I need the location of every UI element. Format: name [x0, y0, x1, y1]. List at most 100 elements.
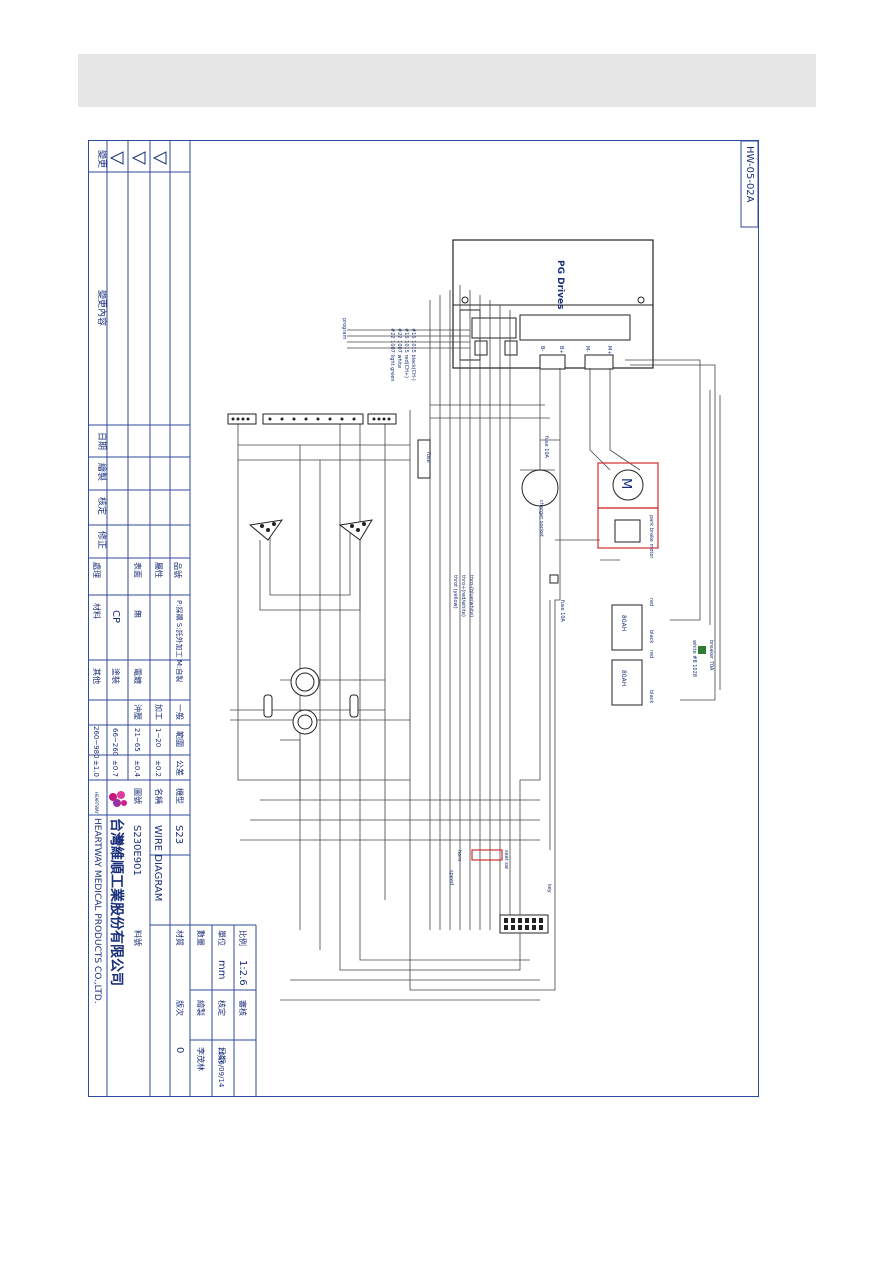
motor-icon — [612, 469, 644, 501]
controller — [452, 239, 654, 370]
rev-checked-header: 核定 — [96, 497, 108, 515]
wires — [230, 285, 721, 1001]
spec-process-value: 無 — [133, 610, 143, 618]
m-minus-label: M- — [584, 346, 590, 352]
spec-surface: 表面 — [133, 562, 143, 578]
spec-material: 材料 — [92, 603, 102, 619]
model-label: 機型 — [175, 788, 185, 804]
company-name-en: HEARTWAY MEDICAL PRODUCTS CO.,LTD. — [92, 818, 102, 1004]
unit-value: mm — [216, 960, 227, 979]
spec-process: 處理 — [92, 562, 102, 578]
park-brake-label: park brake motor — [648, 515, 654, 559]
fuse-10a-2-label: fuse 10A — [559, 600, 565, 623]
charger-socket — [521, 469, 559, 507]
fuse-label: fuse — [425, 452, 431, 463]
tol-value-2: ±0.4 — [133, 760, 141, 778]
checked-label: 核定 — [217, 1000, 227, 1016]
throttle-wire-3: throt (yellow) — [452, 575, 458, 609]
model-value: S23 — [173, 825, 184, 844]
material-label: 材質 — [175, 930, 185, 946]
tol-range-4: 260~980 — [92, 726, 100, 759]
battery-1-red: red — [648, 598, 654, 606]
drawing-no-value: S230E901 — [131, 825, 142, 876]
spec-class-c: 沖壓 — [133, 704, 143, 720]
rev-date-header: 日期 — [96, 432, 107, 450]
spec-class-b: 加工 — [154, 704, 164, 720]
main-harness-connector — [499, 914, 549, 934]
seat-switch-label: seat sw — [503, 850, 509, 869]
b-plus-label: B+ — [558, 346, 564, 354]
title-block-grid — [88, 141, 257, 1096]
unit-label: 單位 — [217, 930, 227, 946]
rev-drawn-header: 繪製 — [96, 463, 108, 481]
header-gray-bar — [78, 54, 816, 107]
name-label: 名稱 — [154, 788, 164, 804]
program-tag: program — [341, 318, 347, 339]
spec-attribute-codes: P:採購 S:託外加工 M:自製 — [175, 600, 184, 682]
speed-label: speed — [448, 870, 454, 885]
company-logo — [109, 791, 127, 807]
key-label: key — [546, 884, 552, 893]
rev-change-header: 變更 — [96, 150, 108, 168]
white-wire-label: white #8 1028 — [691, 640, 697, 677]
spec-attribute: 屬性 — [154, 562, 164, 578]
drawing-code: HW-05-02A — [744, 146, 755, 203]
version-value: 0 — [174, 1047, 185, 1053]
switch-triangles — [248, 519, 373, 541]
battery-1-black: black — [648, 630, 654, 643]
round-connectors — [263, 667, 359, 735]
battery-2-label: 80AH — [620, 670, 627, 686]
brake-box — [597, 507, 659, 549]
spec-other: 其他 — [92, 668, 102, 684]
throttle-wire-1: thro-(blue/white) — [468, 575, 474, 617]
battery-2-red: red — [648, 650, 654, 658]
spec-coat: 電鍍 — [133, 668, 143, 684]
version-label: 版次 — [175, 1000, 185, 1016]
throttle-wire-2: thro+(red/white) — [460, 575, 466, 617]
scale-label: 比例 — [238, 930, 248, 946]
part-no-label: 料號 — [133, 930, 143, 946]
spec-item: 品號 — [173, 562, 183, 578]
company-name-cn: 台灣維順工業股份有限公司 — [108, 818, 125, 986]
drawing-frame — [88, 140, 759, 1097]
drawn-label: 繪製 — [196, 1000, 206, 1016]
fuse-10a-label: fuse 10A — [543, 436, 549, 459]
prog-label-2: #16 1015 red(CH+) — [403, 328, 409, 378]
seat-switch-box — [471, 849, 503, 861]
drawn-value: 李茂林 — [196, 1047, 206, 1071]
qty-label: 數量 — [196, 930, 206, 946]
motor-letter: M — [618, 478, 633, 489]
tol-value-4: ±1.0 — [92, 760, 100, 777]
scale-value: 1:2.6 — [237, 960, 248, 986]
controller-brand: PG Drives — [555, 260, 565, 309]
name-value: WIRE DIAGRAM — [152, 825, 163, 901]
rev-content-header: 變更內容 — [96, 290, 108, 326]
prog-label-4: #22 1007 light green — [389, 328, 395, 382]
battery-2-black: black — [648, 690, 654, 703]
spec-coat2: 塗裝 — [111, 668, 121, 684]
batteries — [611, 604, 643, 706]
b-minus-label: B- — [539, 346, 545, 351]
spec-class-a: 一般 — [175, 704, 185, 720]
breaker-label: breaker 70A — [708, 640, 714, 671]
spec-material-value: CP — [110, 610, 121, 623]
date-value: 2016/09/14 — [217, 1047, 225, 1088]
breaker-icon — [698, 646, 706, 654]
connector-headers — [227, 413, 397, 425]
battery-1-label: 80AH — [620, 615, 627, 631]
tol-header: 公差 — [175, 760, 185, 776]
tol-value-1: ±0.2 — [154, 760, 162, 777]
rev-revised-header: 修正 — [96, 531, 108, 549]
tol-range-3: 66~260 — [111, 728, 119, 756]
horn-label: horn — [456, 850, 462, 861]
logo-text: HEARTWAY — [94, 792, 99, 814]
revision-markers — [109, 151, 167, 165]
date-label: 日期 — [217, 1047, 226, 1063]
prog-label-1: #16 1015 black(CH-) — [410, 328, 416, 381]
tol-range-1: 1~20 — [154, 728, 162, 747]
m-plus-label: M+ — [606, 346, 612, 355]
drawing-no-label: 圖號 — [133, 788, 143, 804]
tol-range-2: 21~65 — [133, 728, 141, 752]
tol-range-header: 範圍 — [175, 731, 185, 747]
